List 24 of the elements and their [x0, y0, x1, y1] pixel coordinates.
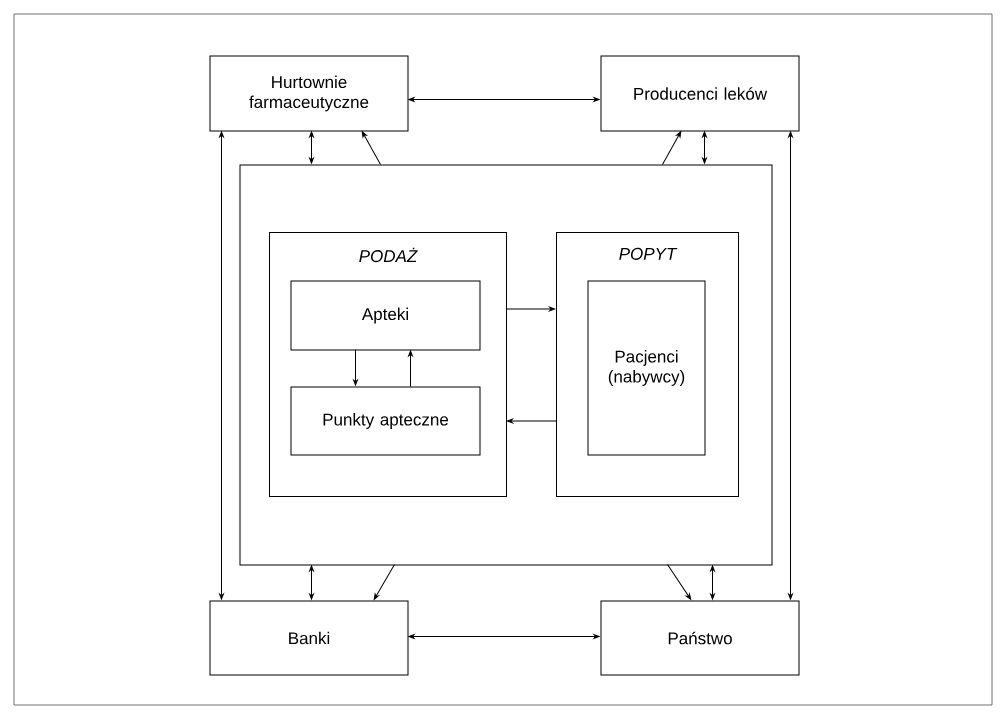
arrow [353, 349, 358, 386]
arrow [373, 564, 395, 600]
process-box: Pacjenci (nabywcy) [587, 280, 706, 456]
arrow [505, 306, 556, 312]
process-box: Państwo [600, 600, 800, 676]
arrow [788, 131, 793, 600]
arrow [662, 131, 682, 165]
arrow [309, 565, 314, 600]
process-box: Punkty apteczne [290, 386, 481, 456]
process-box: Apteki [290, 280, 481, 351]
arrow [710, 565, 715, 600]
arrow [309, 131, 314, 164]
arrow [408, 97, 600, 102]
arrow [361, 131, 381, 165]
arrow [408, 350, 413, 387]
arrow [506, 418, 557, 424]
arrow [408, 634, 600, 639]
arrow [702, 131, 707, 164]
container-box [239, 164, 773, 566]
process-box: Hurtownie farmaceutyczne [209, 55, 409, 132]
process-box: Producenci leków [600, 55, 800, 132]
arrow [219, 131, 224, 600]
process-box: Banki [209, 600, 409, 676]
arrow [667, 564, 692, 600]
